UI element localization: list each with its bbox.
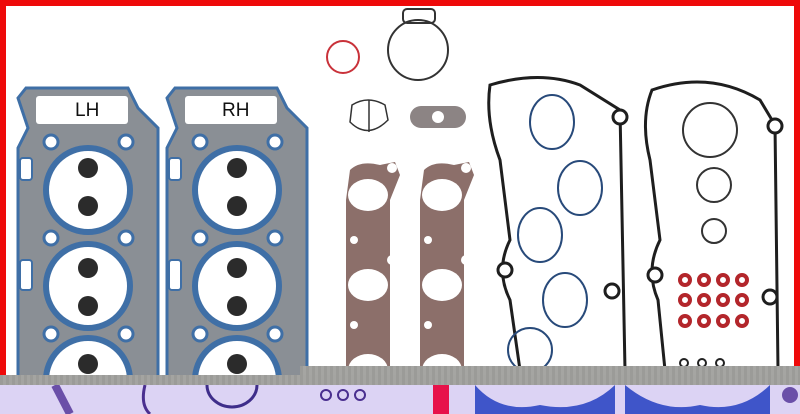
red-oring-seal — [326, 40, 360, 74]
round-cover-gasket — [387, 19, 449, 81]
double-oval-gasket — [349, 99, 389, 132]
lh-label: LH — [75, 100, 100, 121]
valve-cover-gasket-right — [643, 80, 780, 372]
gasket-set-illustration — [0, 8, 784, 380]
rh-label: RH — [222, 100, 250, 121]
exhaust-manifold-gasket-left — [346, 162, 400, 380]
image-glitch-tinted-region — [0, 385, 800, 414]
rh-head-gasket — [167, 88, 307, 380]
orange-seal-grid — [678, 273, 749, 328]
valve-cover-gasket-left — [487, 76, 627, 372]
exhaust-manifold-gasket-right — [420, 162, 474, 380]
lh-head-gasket — [18, 88, 158, 380]
image-glitch-band — [0, 375, 800, 385]
